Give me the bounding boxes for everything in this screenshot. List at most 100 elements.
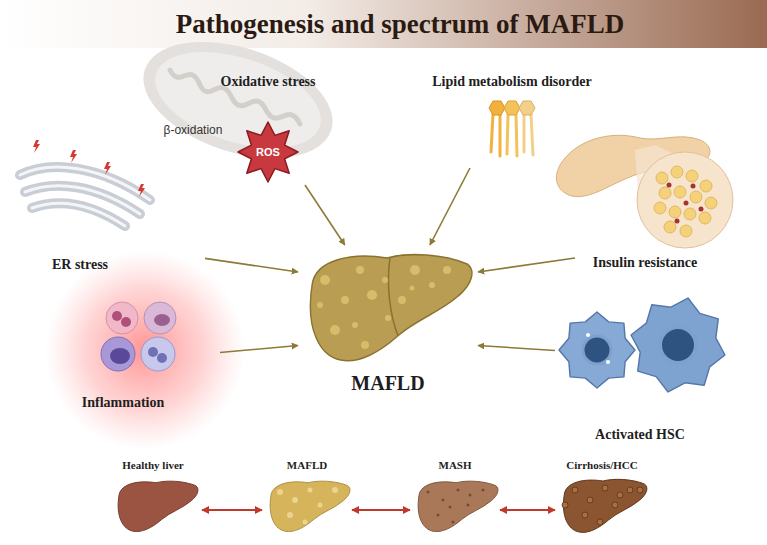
pathway-arrow <box>430 168 470 245</box>
pathway-arrow <box>478 258 575 272</box>
node-label: Insulin resistance <box>593 255 697 271</box>
factor-node: Healthy liver <box>110 455 202 543</box>
islet-cell <box>674 186 686 198</box>
fat-droplet <box>292 497 298 503</box>
fat-droplet <box>332 487 338 493</box>
islet-cell <box>654 202 666 214</box>
cirrhotic-liver <box>563 479 647 532</box>
mito-outer <box>129 20 348 179</box>
pathway-arrow <box>305 185 345 245</box>
hsc-cell <box>621 288 735 402</box>
cell-nucleus <box>121 317 131 327</box>
er-membrane <box>32 203 125 226</box>
fat-droplet <box>317 302 323 308</box>
cell-nucleus <box>154 314 170 326</box>
er-illustration <box>20 140 150 226</box>
stress-bolt <box>138 184 145 197</box>
fat-droplets <box>277 487 338 525</box>
er-lumen <box>32 203 125 226</box>
immune-cell <box>141 337 175 371</box>
node-label: Oxidative stress <box>220 74 315 90</box>
islet-cell <box>699 212 711 224</box>
fat-droplet <box>341 296 349 304</box>
stress-bolt <box>70 150 77 163</box>
lipid-tail <box>499 114 502 156</box>
cell-nucleus <box>148 347 158 357</box>
pathway-arrow <box>220 346 298 353</box>
islet-cell <box>671 166 683 178</box>
node-label: MAFLD <box>351 372 424 395</box>
immune-cell <box>144 302 176 334</box>
dot <box>452 521 455 524</box>
lipid-tail <box>516 114 517 156</box>
nodule <box>612 502 618 508</box>
pancreas <box>556 135 733 248</box>
central-liver <box>310 255 472 361</box>
fat-droplet <box>382 277 388 283</box>
dot <box>457 489 460 492</box>
lipid-tail <box>491 114 493 152</box>
nodule <box>587 497 593 503</box>
fat-droplet <box>352 322 358 328</box>
hsc-cell <box>559 312 635 388</box>
factor-node: Cirrhosis/HCC <box>555 455 655 543</box>
red-dot <box>699 207 704 212</box>
nodule <box>602 485 608 491</box>
dot <box>449 506 452 509</box>
fat-droplet <box>356 266 364 274</box>
islet-cells <box>654 166 717 237</box>
node-label: Cirrhosis/HCC <box>566 459 638 471</box>
dot <box>442 499 445 502</box>
factor-node: Insulin resistance <box>575 175 760 280</box>
islet-cell <box>659 187 671 199</box>
lipid-tails <box>491 114 533 156</box>
node-label: ER stress <box>52 257 108 273</box>
red-dot <box>684 201 689 206</box>
fat-droplet <box>308 488 313 493</box>
red-dot <box>691 184 696 189</box>
fat-droplet <box>330 325 340 335</box>
hsc-droplet <box>606 360 610 364</box>
lipid-head <box>504 101 520 115</box>
progression-arrow <box>500 509 555 511</box>
lipid-tail <box>507 114 508 154</box>
hsc-nucleus <box>660 327 696 363</box>
islet-cell <box>664 221 676 233</box>
hsc-cells <box>559 288 735 402</box>
hsc-droplet <box>586 333 590 337</box>
islet-cell <box>690 191 702 203</box>
dot <box>469 494 472 497</box>
cell-nucleus <box>112 311 122 321</box>
pathway-arrow <box>205 258 298 272</box>
fat-droplet <box>287 512 293 518</box>
factor-node: ER stress <box>10 190 205 280</box>
lobe-line <box>388 258 398 336</box>
node-label: ROS <box>256 146 280 158</box>
node-label: Lipid metabolism disorder <box>432 74 591 90</box>
factor-node: Inflammation <box>40 290 220 415</box>
nodule <box>562 502 568 508</box>
stress-bolt <box>33 140 40 153</box>
healthy-liver <box>118 481 198 531</box>
node-label: MAFLD <box>287 459 327 471</box>
islet-cell <box>656 172 668 184</box>
inflammation-glow <box>45 250 245 450</box>
nodule <box>582 512 588 518</box>
liver-shape <box>310 255 472 361</box>
fat-droplet <box>429 282 435 288</box>
inflammation-cells <box>45 250 245 450</box>
node-label: Healthy liver <box>122 459 183 471</box>
factor-node: Oxidative stressβ-oxidationROS <box>150 60 350 185</box>
nodule <box>617 492 623 498</box>
nodule <box>637 487 643 493</box>
node-label: MASH <box>439 459 472 471</box>
fat-droplet <box>318 503 323 508</box>
fat-droplet <box>410 286 415 291</box>
islet-cell <box>669 206 681 218</box>
immune-cell <box>101 337 135 371</box>
fatty-liver <box>270 481 350 531</box>
fat-droplet <box>398 296 406 304</box>
pathway-arrow <box>478 346 555 351</box>
spectrum-livers <box>118 479 647 532</box>
